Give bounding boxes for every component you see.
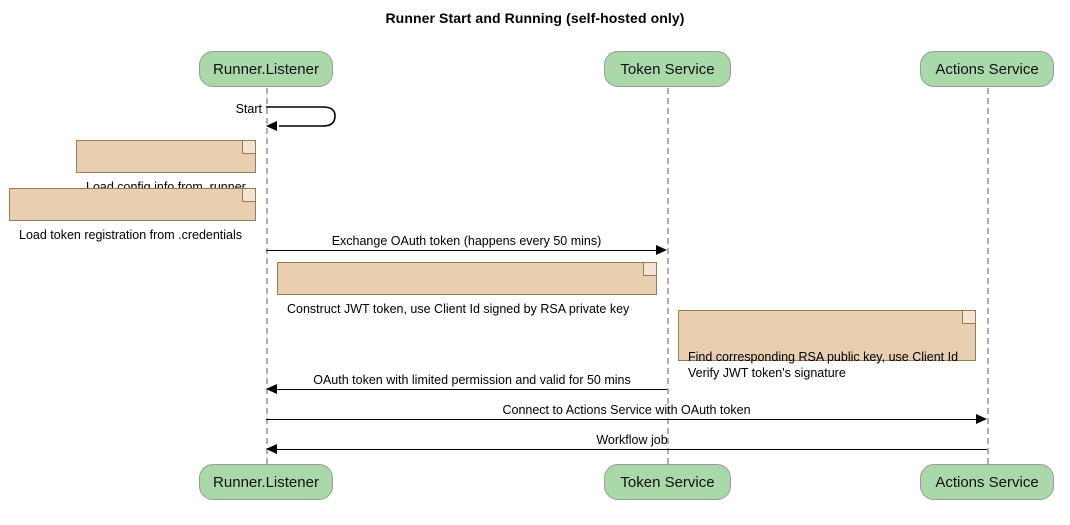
- diagram-title: Runner Start and Running (self-hosted on…: [385, 10, 685, 26]
- message-label-start: Start: [235, 102, 262, 116]
- participant-label: Token Service: [620, 60, 715, 78]
- lifeline-actions: [987, 88, 989, 464]
- message-line-exchange-oauth-token: [266, 250, 656, 251]
- message-label-connect-actions-service: Connect to Actions Service with OAuth to…: [502, 403, 751, 417]
- note-text: Load token registration from .credential…: [19, 228, 243, 242]
- arrowhead-exchange-oauth-token: [656, 244, 667, 255]
- participant-runner-top[interactable]: Runner.Listener: [199, 51, 333, 87]
- arrowhead-workflow-job: [266, 443, 277, 454]
- note-fold-corner-icon: [962, 311, 975, 324]
- participant-label: Actions Service: [935, 60, 1039, 78]
- lifeline-runner: [266, 88, 268, 464]
- note-fold-corner-icon: [643, 263, 656, 276]
- participant-label: Actions Service: [935, 473, 1039, 491]
- self-message-start: [266, 106, 336, 127]
- participant-actions-bottom[interactable]: Actions Service: [920, 464, 1054, 500]
- arrowhead-oauth-token-returned: [266, 383, 277, 394]
- message-label-exchange-oauth-token: Exchange OAuth token (happens every 50 m…: [331, 234, 602, 248]
- note-construct-jwt-token: Construct JWT token, use Client Id signe…: [277, 262, 657, 316]
- message-line-oauth-token-returned: [277, 389, 667, 390]
- participant-label: Runner.Listener: [213, 473, 319, 491]
- participant-actions-top[interactable]: Actions Service: [920, 51, 1054, 87]
- note-fold-corner-icon: [242, 189, 255, 202]
- participant-runner-bottom[interactable]: Runner.Listener: [199, 464, 333, 500]
- arrowhead-start: [266, 120, 277, 131]
- participant-token-top[interactable]: Token Service: [604, 51, 731, 87]
- note-load-token-registration: Load token registration from .credential…: [9, 188, 256, 242]
- participant-label: Runner.Listener: [213, 60, 319, 78]
- note-verify-jwt-signature: Find corresponding RSA public key, use C…: [678, 310, 976, 380]
- note-text: Construct JWT token, use Client Id signe…: [287, 302, 630, 316]
- participant-label: Token Service: [620, 473, 715, 491]
- message-line-workflow-job: [277, 449, 987, 450]
- message-line-connect-actions-service: [266, 419, 976, 420]
- message-label-workflow-job: Workflow job: [596, 433, 668, 447]
- note-text: Find corresponding RSA public key, use C…: [688, 350, 959, 380]
- participant-token-bottom[interactable]: Token Service: [604, 464, 731, 500]
- arrowhead-connect-actions-service: [976, 413, 987, 424]
- note-load-config: Load config info from .runner: [76, 140, 256, 194]
- message-label-oauth-token-returned: OAuth token with limited permission and …: [313, 373, 631, 387]
- lifeline-token: [667, 88, 669, 464]
- note-fold-corner-icon: [242, 141, 255, 154]
